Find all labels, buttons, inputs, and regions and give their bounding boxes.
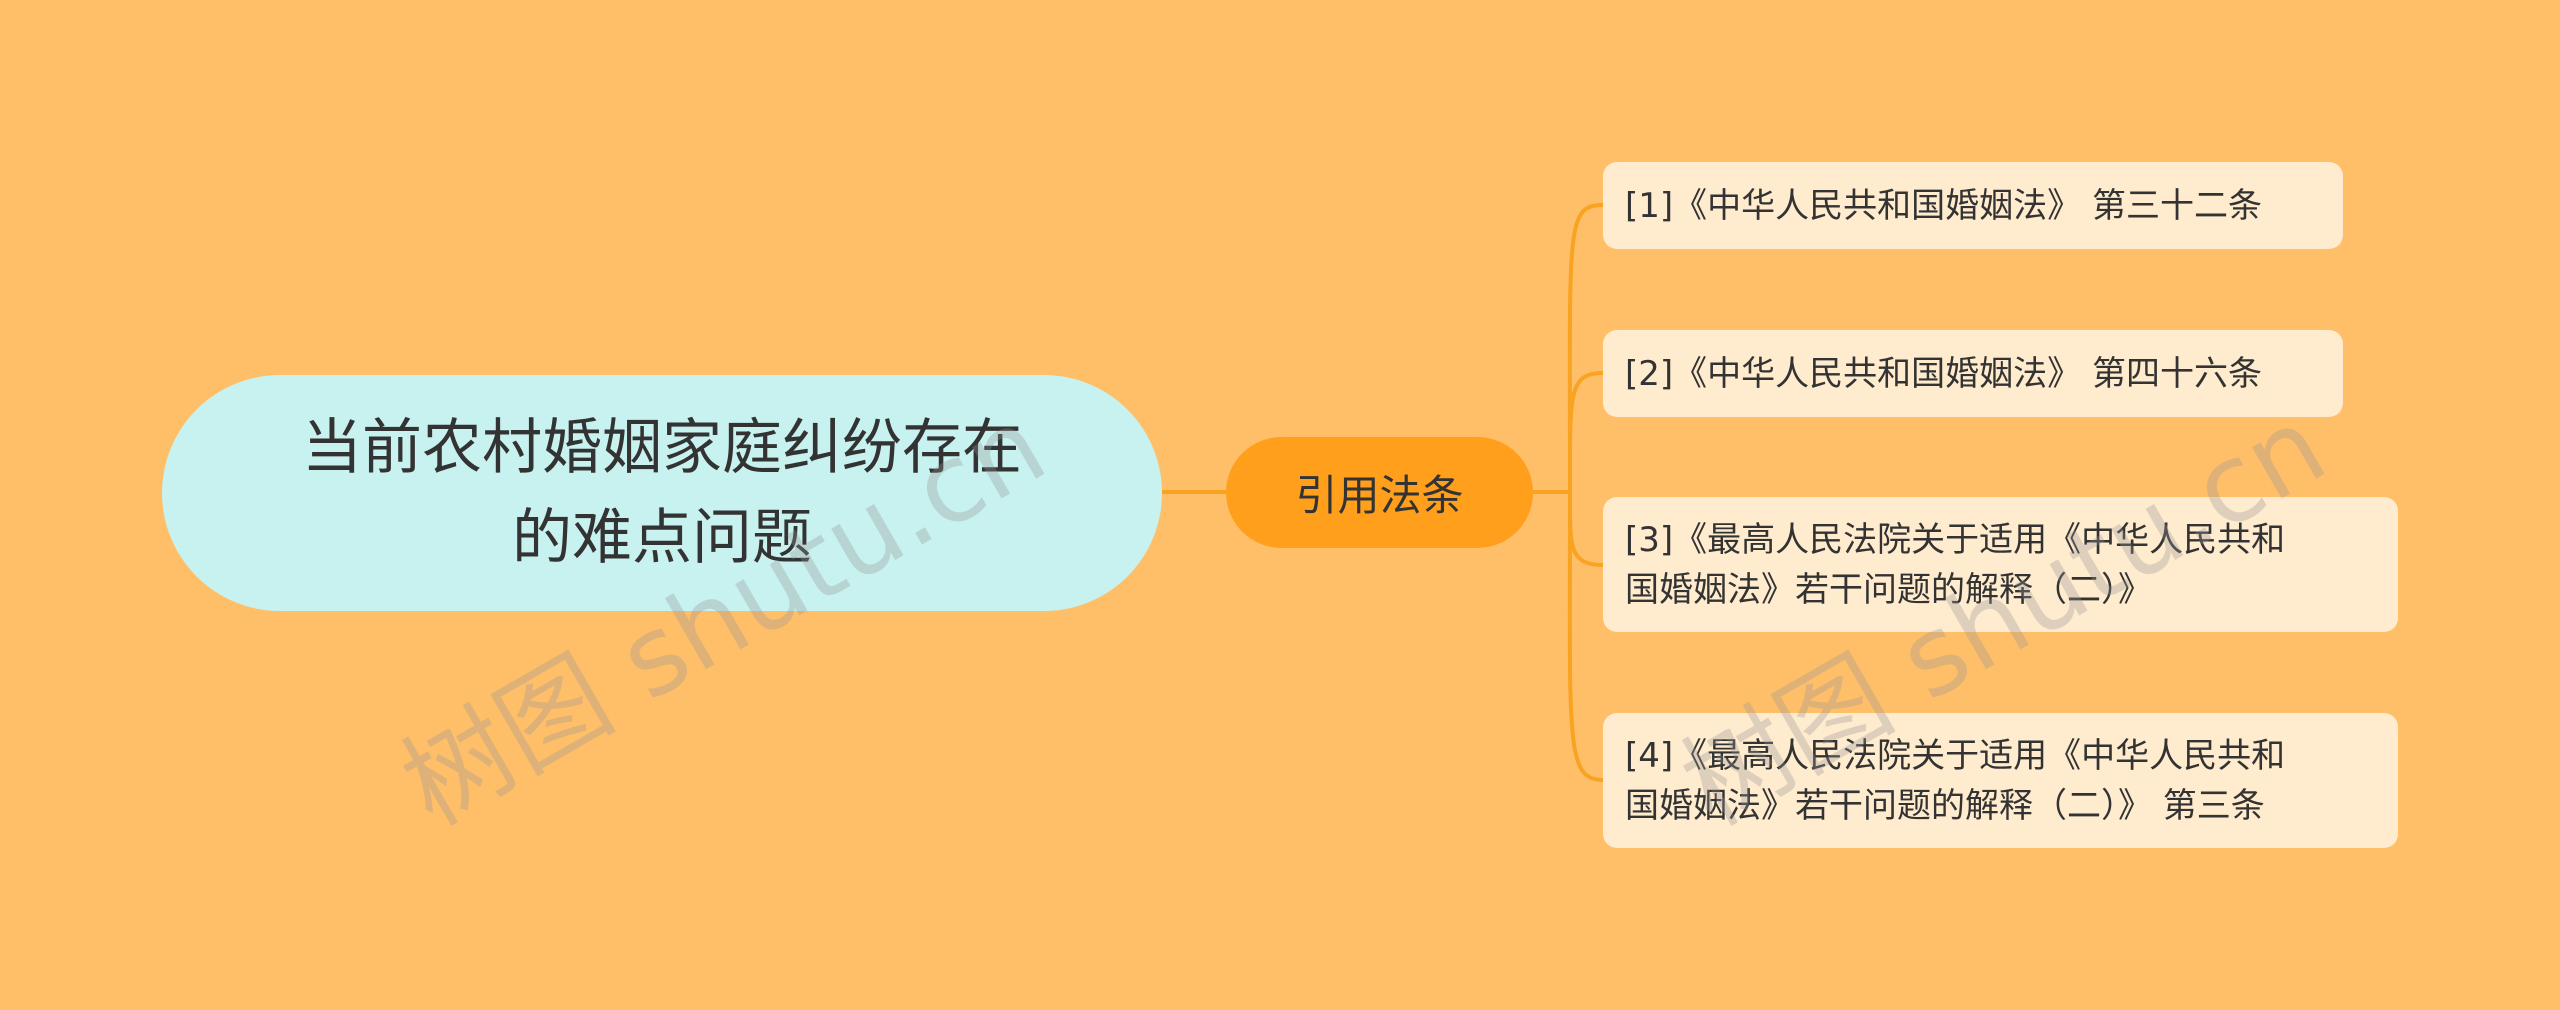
leaf-topic-node-1[interactable]: [1]《中华人民共和国婚姻法》 第三十二条 bbox=[1603, 162, 2343, 249]
root-topic-node[interactable]: 当前农村婚姻家庭纠纷存在的难点问题 bbox=[162, 375, 1162, 611]
leaf-2-connector bbox=[1567, 371, 1604, 493]
leaf-topic-4-line-1: [4]《最高人民法院关于适用《中华人民共和 bbox=[1625, 735, 2286, 776]
leaf-3-connector bbox=[1567, 491, 1604, 567]
leaf-topic-node-4[interactable]: [4]《最高人民法院关于适用《中华人民共和 国婚姻法》若干问题的解释（二）》 第… bbox=[1603, 713, 2398, 848]
branch-topic-node[interactable]: 引用法条 bbox=[1226, 437, 1533, 548]
root-topic-text: 当前农村婚姻家庭纠纷存在的难点问题 bbox=[302, 413, 1022, 573]
leaf-topic-text-3: [3]《最高人民法院关于适用《中华人民共和 国婚姻法》若干问题的解释（二）》 bbox=[1625, 515, 2285, 615]
leaf-topic-text-4: [4]《最高人民法院关于适用《中华人民共和 国婚姻法》若干问题的解释（二）》 第… bbox=[1625, 731, 2285, 831]
leaf-4-connector bbox=[1567, 491, 1604, 782]
leaf-topic-text-2: [2]《中华人民共和国婚姻法》 第四十六条 bbox=[1625, 353, 2262, 394]
leaf-1-connector bbox=[1567, 203, 1604, 493]
leaf-topic-3-line-1: [3]《最高人民法院关于适用《中华人民共和 bbox=[1625, 519, 2286, 560]
leaf-topic-4-line-2: 国婚姻法》若干问题的解释（二）》 第三条 bbox=[1625, 785, 2265, 826]
leaf-topic-node-3[interactable]: [3]《最高人民法院关于适用《中华人民共和 国婚姻法》若干问题的解释（二）》 bbox=[1603, 497, 2398, 632]
leaf-topic-3-line-2: 国婚姻法》若干问题的解释（二）》 bbox=[1625, 569, 2152, 610]
leaf-topic-text-1: [1]《中华人民共和国婚姻法》 第三十二条 bbox=[1625, 185, 2262, 226]
leaf-topic-node-2[interactable]: [2]《中华人民共和国婚姻法》 第四十六条 bbox=[1603, 330, 2343, 417]
branch-topic-text: 引用法条 bbox=[1295, 471, 1464, 520]
